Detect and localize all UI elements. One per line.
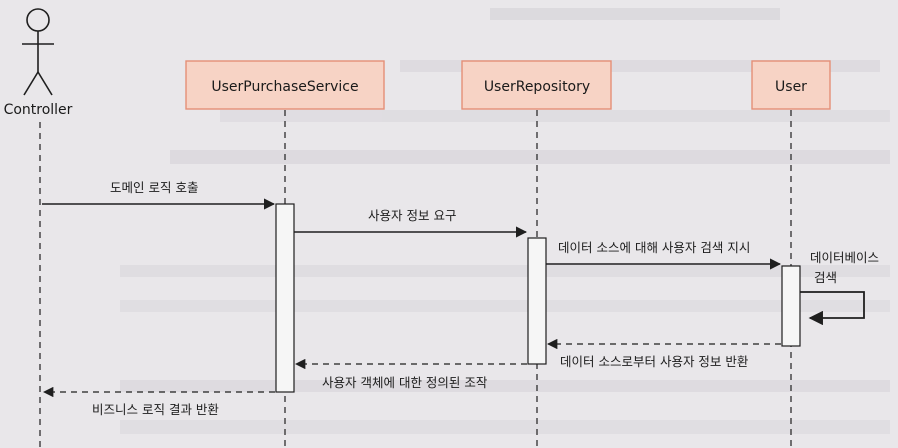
message-domain-logic-call: 도메인 로직 호출 <box>42 180 276 210</box>
message-return-user-info: 데이터 소스로부터 사용자 정보 반환 <box>546 338 781 369</box>
message-label-line1: 데이터베이스 <box>810 250 879 265</box>
participant-user: User <box>751 60 831 110</box>
message-label: 데이터 소스에 대해 사용자 검색 지시 <box>558 240 750 255</box>
user-activation <box>781 265 801 347</box>
background-texture <box>120 8 890 434</box>
message-label: 도메인 로직 호출 <box>110 180 198 195</box>
service-activation <box>275 203 295 393</box>
participant-service: UserPurchaseService <box>185 60 385 110</box>
message-label-line2: 검색 <box>814 270 837 285</box>
participant-repository: UserRepository <box>461 60 612 110</box>
repository-label: UserRepository <box>484 79 590 95</box>
message-request-user-info: 사용자 정보 요구 <box>294 208 528 238</box>
actor-head <box>26 8 50 32</box>
service-label: UserPurchaseService <box>211 79 358 95</box>
message-defined-operation: 사용자 객체에 대한 정의된 조작 <box>294 358 527 390</box>
message-search-user: 데이터 소스에 대해 사용자 검색 지시 <box>546 240 782 270</box>
message-label: 데이터 소스로부터 사용자 정보 반환 <box>560 354 749 369</box>
controller-actor: Controller <box>4 8 73 118</box>
message-label: 비즈니스 로직 결과 반환 <box>92 402 219 417</box>
user-label: User <box>775 79 807 95</box>
message-return-business-result: 비즈니스 로직 결과 반환 <box>42 386 275 417</box>
controller-label: Controller <box>4 102 73 118</box>
message-label: 사용자 정보 요구 <box>368 208 456 223</box>
message-database-search: 데이터베이스 검색 <box>800 250 879 326</box>
message-label: 사용자 객체에 대한 정의된 조작 <box>322 375 488 390</box>
repository-activation <box>527 237 547 365</box>
